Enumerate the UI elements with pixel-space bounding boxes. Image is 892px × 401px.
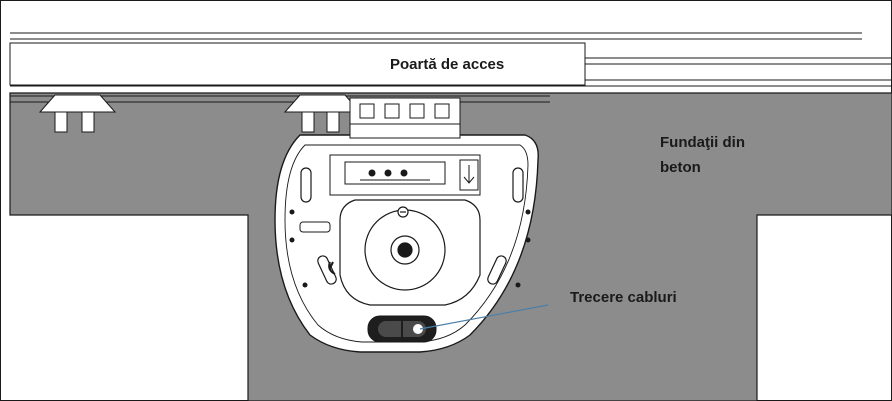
cable-passage-slot [367, 315, 437, 343]
pinion-gear [339, 199, 481, 306]
motor-top-block [349, 97, 461, 139]
foundation-label-line1: Fundaţii din [660, 134, 745, 151]
cable-passage-label: Trecere cabluri [570, 289, 677, 306]
screw [289, 209, 531, 288]
gate-wheel [38, 94, 117, 133]
gate-leaf [9, 42, 586, 86]
gate-label: Poartă de acces [390, 56, 504, 73]
release-lever [299, 221, 336, 275]
gate-wheel [283, 94, 362, 133]
foundation-label-line2: beton [660, 159, 701, 176]
control-board [329, 154, 481, 196]
mounting-slot [300, 167, 524, 285]
leader-line [419, 304, 549, 330]
